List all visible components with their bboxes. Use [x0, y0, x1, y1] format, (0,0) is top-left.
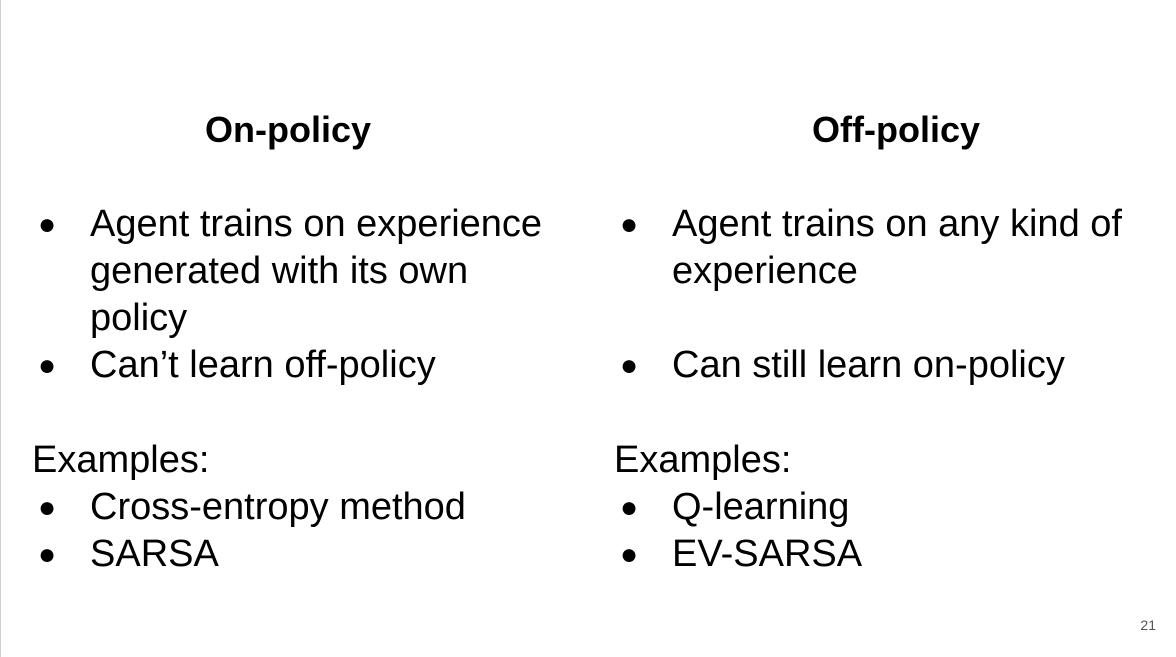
list-item: ● Cross-entropy method: [32, 484, 572, 531]
list-item: ● Agent trains on any kind of experience: [614, 201, 1154, 295]
list-item: ● SARSA: [32, 531, 572, 578]
on-policy-examples-list: ● Cross-entropy method ● SARSA: [32, 484, 572, 578]
bullet-icon: ●: [38, 349, 57, 382]
slide-left-edge: [0, 0, 1, 657]
bullet-icon: ●: [38, 491, 57, 524]
bullet-icon: ●: [620, 349, 639, 382]
list-item: ● Can’t learn off-policy: [32, 342, 572, 389]
example-text: EV-SARSA: [672, 533, 863, 575]
example-text: Q-learning: [672, 486, 850, 528]
on-policy-bullet-list: ● Agent trains on experience generated w…: [32, 201, 572, 389]
bullet-text: Can’t learn off-policy: [90, 344, 436, 386]
page-number: 21: [1140, 617, 1156, 633]
bullet-text: Can still learn on-policy: [672, 344, 1065, 386]
list-item: ● EV-SARSA: [614, 531, 1154, 578]
off-policy-heading: Off-policy: [812, 109, 980, 150]
off-policy-examples-label: Examples:: [614, 439, 792, 481]
list-item: ● Agent trains on experience generated w…: [32, 201, 572, 342]
list-item: ● Can still learn on-policy: [614, 342, 1154, 389]
bullet-icon: ●: [38, 208, 57, 241]
bullet-text: Agent trains on experience generated wit…: [90, 203, 543, 339]
bullet-icon: ●: [620, 491, 639, 524]
example-text: Cross-entropy method: [90, 486, 466, 528]
bullet-text: Agent trains on any kind of experience: [672, 203, 1122, 292]
bullet-icon: ●: [38, 538, 57, 571]
off-policy-examples-list: ● Q-learning ● EV-SARSA: [614, 484, 1154, 578]
bullet-icon: ●: [620, 208, 639, 241]
on-policy-heading: On-policy: [205, 109, 372, 150]
off-policy-bullet-list: ● Agent trains on any kind of experience…: [614, 201, 1154, 389]
bullet-icon: ●: [620, 538, 639, 571]
list-item: ● Q-learning: [614, 484, 1154, 531]
example-text: SARSA: [90, 533, 219, 575]
on-policy-examples-label: Examples:: [32, 439, 210, 481]
